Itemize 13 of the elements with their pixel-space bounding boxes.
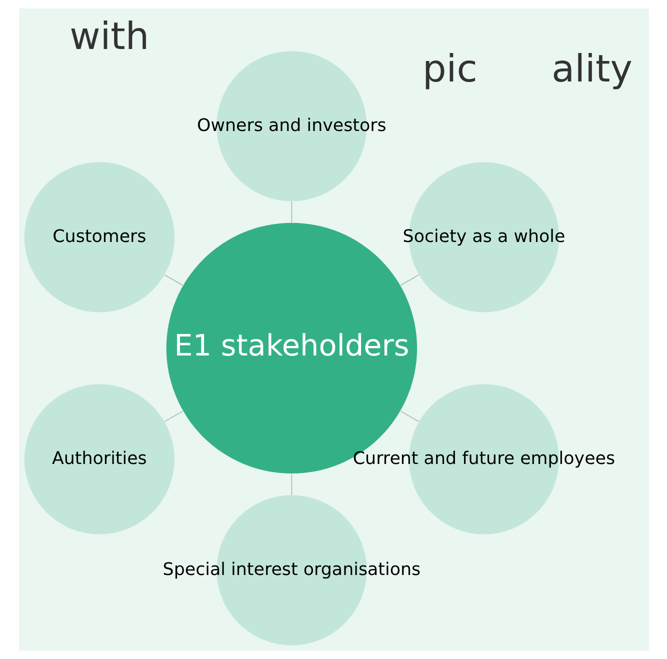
node-label: Owners and investors (196, 116, 386, 136)
connector (400, 410, 419, 422)
node-circle: Customers (24, 162, 174, 312)
node-label: Special interest organisations (162, 560, 420, 580)
label: ality (551, 46, 632, 90)
connector (164, 274, 182, 286)
connector (290, 474, 292, 495)
connector (164, 410, 182, 422)
connector (290, 202, 292, 222)
label: pic (422, 46, 477, 90)
connector (400, 274, 419, 286)
node-circle: Authorities (24, 384, 174, 534)
label: with (69, 14, 149, 58)
